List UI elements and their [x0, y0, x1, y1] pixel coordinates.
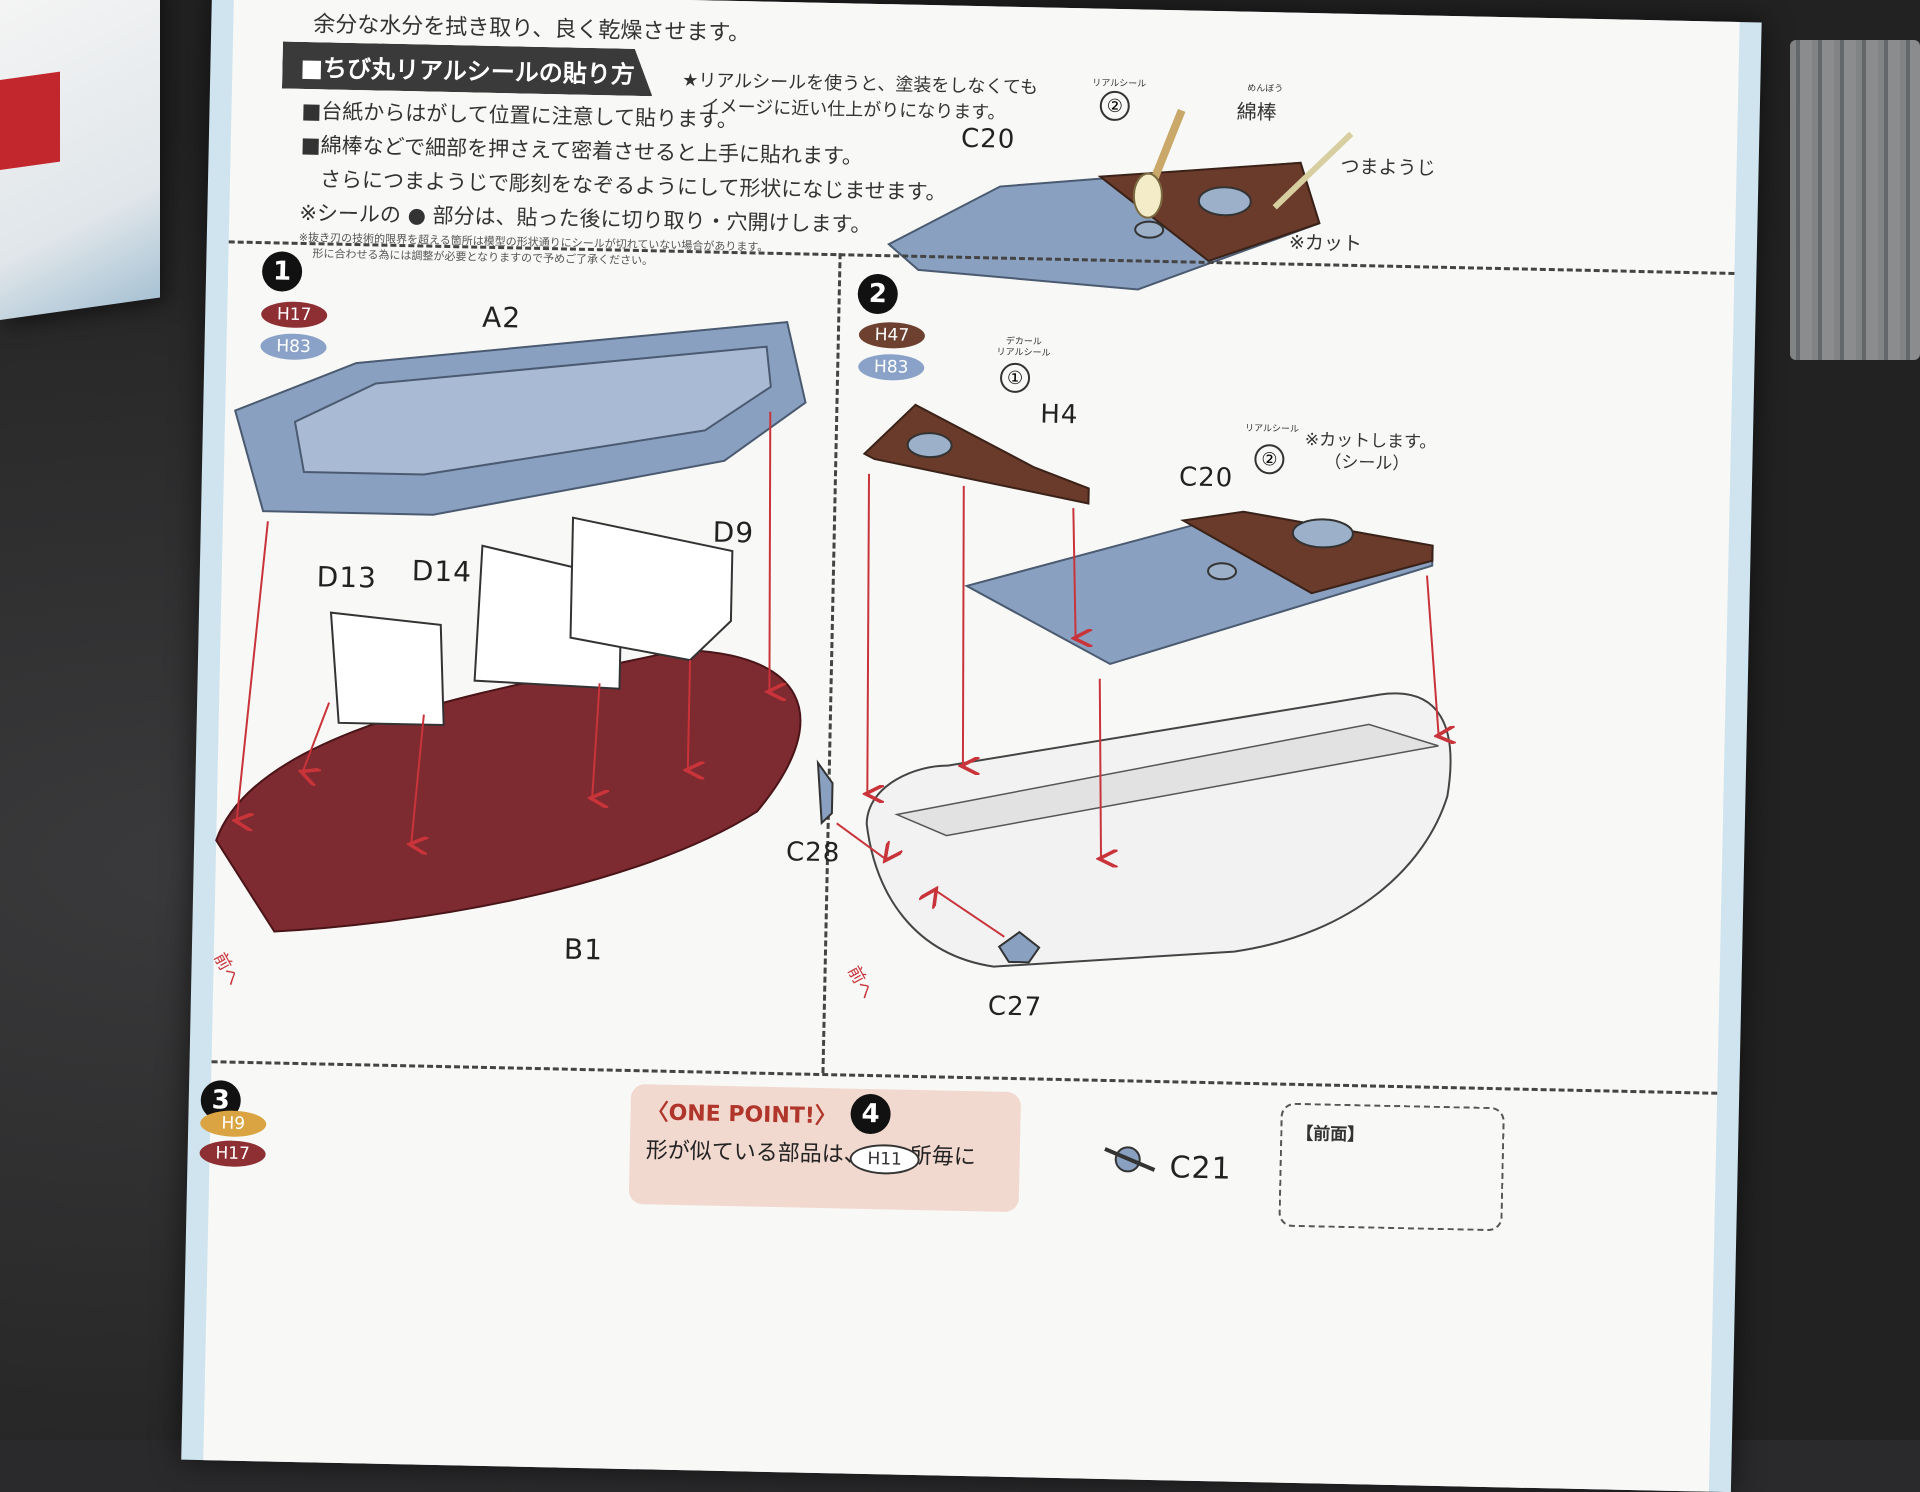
- one-point-body: 形が似ている部品は、一ヶ所毎に: [645, 1138, 976, 1171]
- part-c21-label: C21: [1169, 1150, 1233, 1187]
- parts-sprue: [1790, 40, 1920, 360]
- cotton-ruby: めんぼう: [1247, 83, 1284, 95]
- front-view-label: 【前面】: [1296, 1123, 1365, 1146]
- top-note: 余分な水分を拭き取り、良く乾燥させます。: [313, 12, 751, 47]
- one-point-box: 〈ONE POINT!〉 形が似ている部品は、一ヶ所毎に: [628, 1084, 1022, 1213]
- step-3-paint-h9: H9: [199, 1110, 267, 1138]
- step-2-paint-h47: H47: [858, 321, 926, 350]
- front-view-box: 【前面】: [1278, 1102, 1505, 1232]
- seal-title: ■ちび丸リアルシールの貼り方: [282, 41, 653, 96]
- seal-instructions: ■ちび丸リアルシールの貼り方 ★リアルシールを使うと、塗装をしなくても イメージ…: [278, 41, 1703, 301]
- instruction-paper: 余分な水分を拭き取り、良く乾燥させます。 ■ちび丸リアルシールの貼り方 ★リアル…: [199, 0, 1740, 1492]
- step-1-diagram: [215, 321, 807, 933]
- one-point-title: 〈ONE POINT!〉: [646, 1100, 838, 1130]
- step-3-paint-h17: H17: [199, 1139, 266, 1168]
- instruction-sheet: 余分な水分を拭き取り、良く乾燥させます。 ■ちび丸リアルシールの貼り方 ★リアル…: [181, 0, 1762, 1492]
- kit-box-corner: [0, 0, 160, 321]
- seal-deck-diagram: [887, 108, 1354, 291]
- decal-label-step2: デカールリアルシール: [996, 337, 1050, 360]
- part-c21-diagram: [1104, 1146, 1156, 1173]
- sticker-label: リアルシール: [1092, 78, 1147, 90]
- part-c28-label: C28: [785, 837, 841, 869]
- decal-label-line-2: リアルシール: [996, 347, 1051, 359]
- divider-bottom: [211, 1060, 1718, 1095]
- step-2-number: 2: [857, 273, 899, 315]
- step-2-paint-h83: H83: [857, 353, 925, 381]
- step-2-diagram: [816, 403, 1506, 968]
